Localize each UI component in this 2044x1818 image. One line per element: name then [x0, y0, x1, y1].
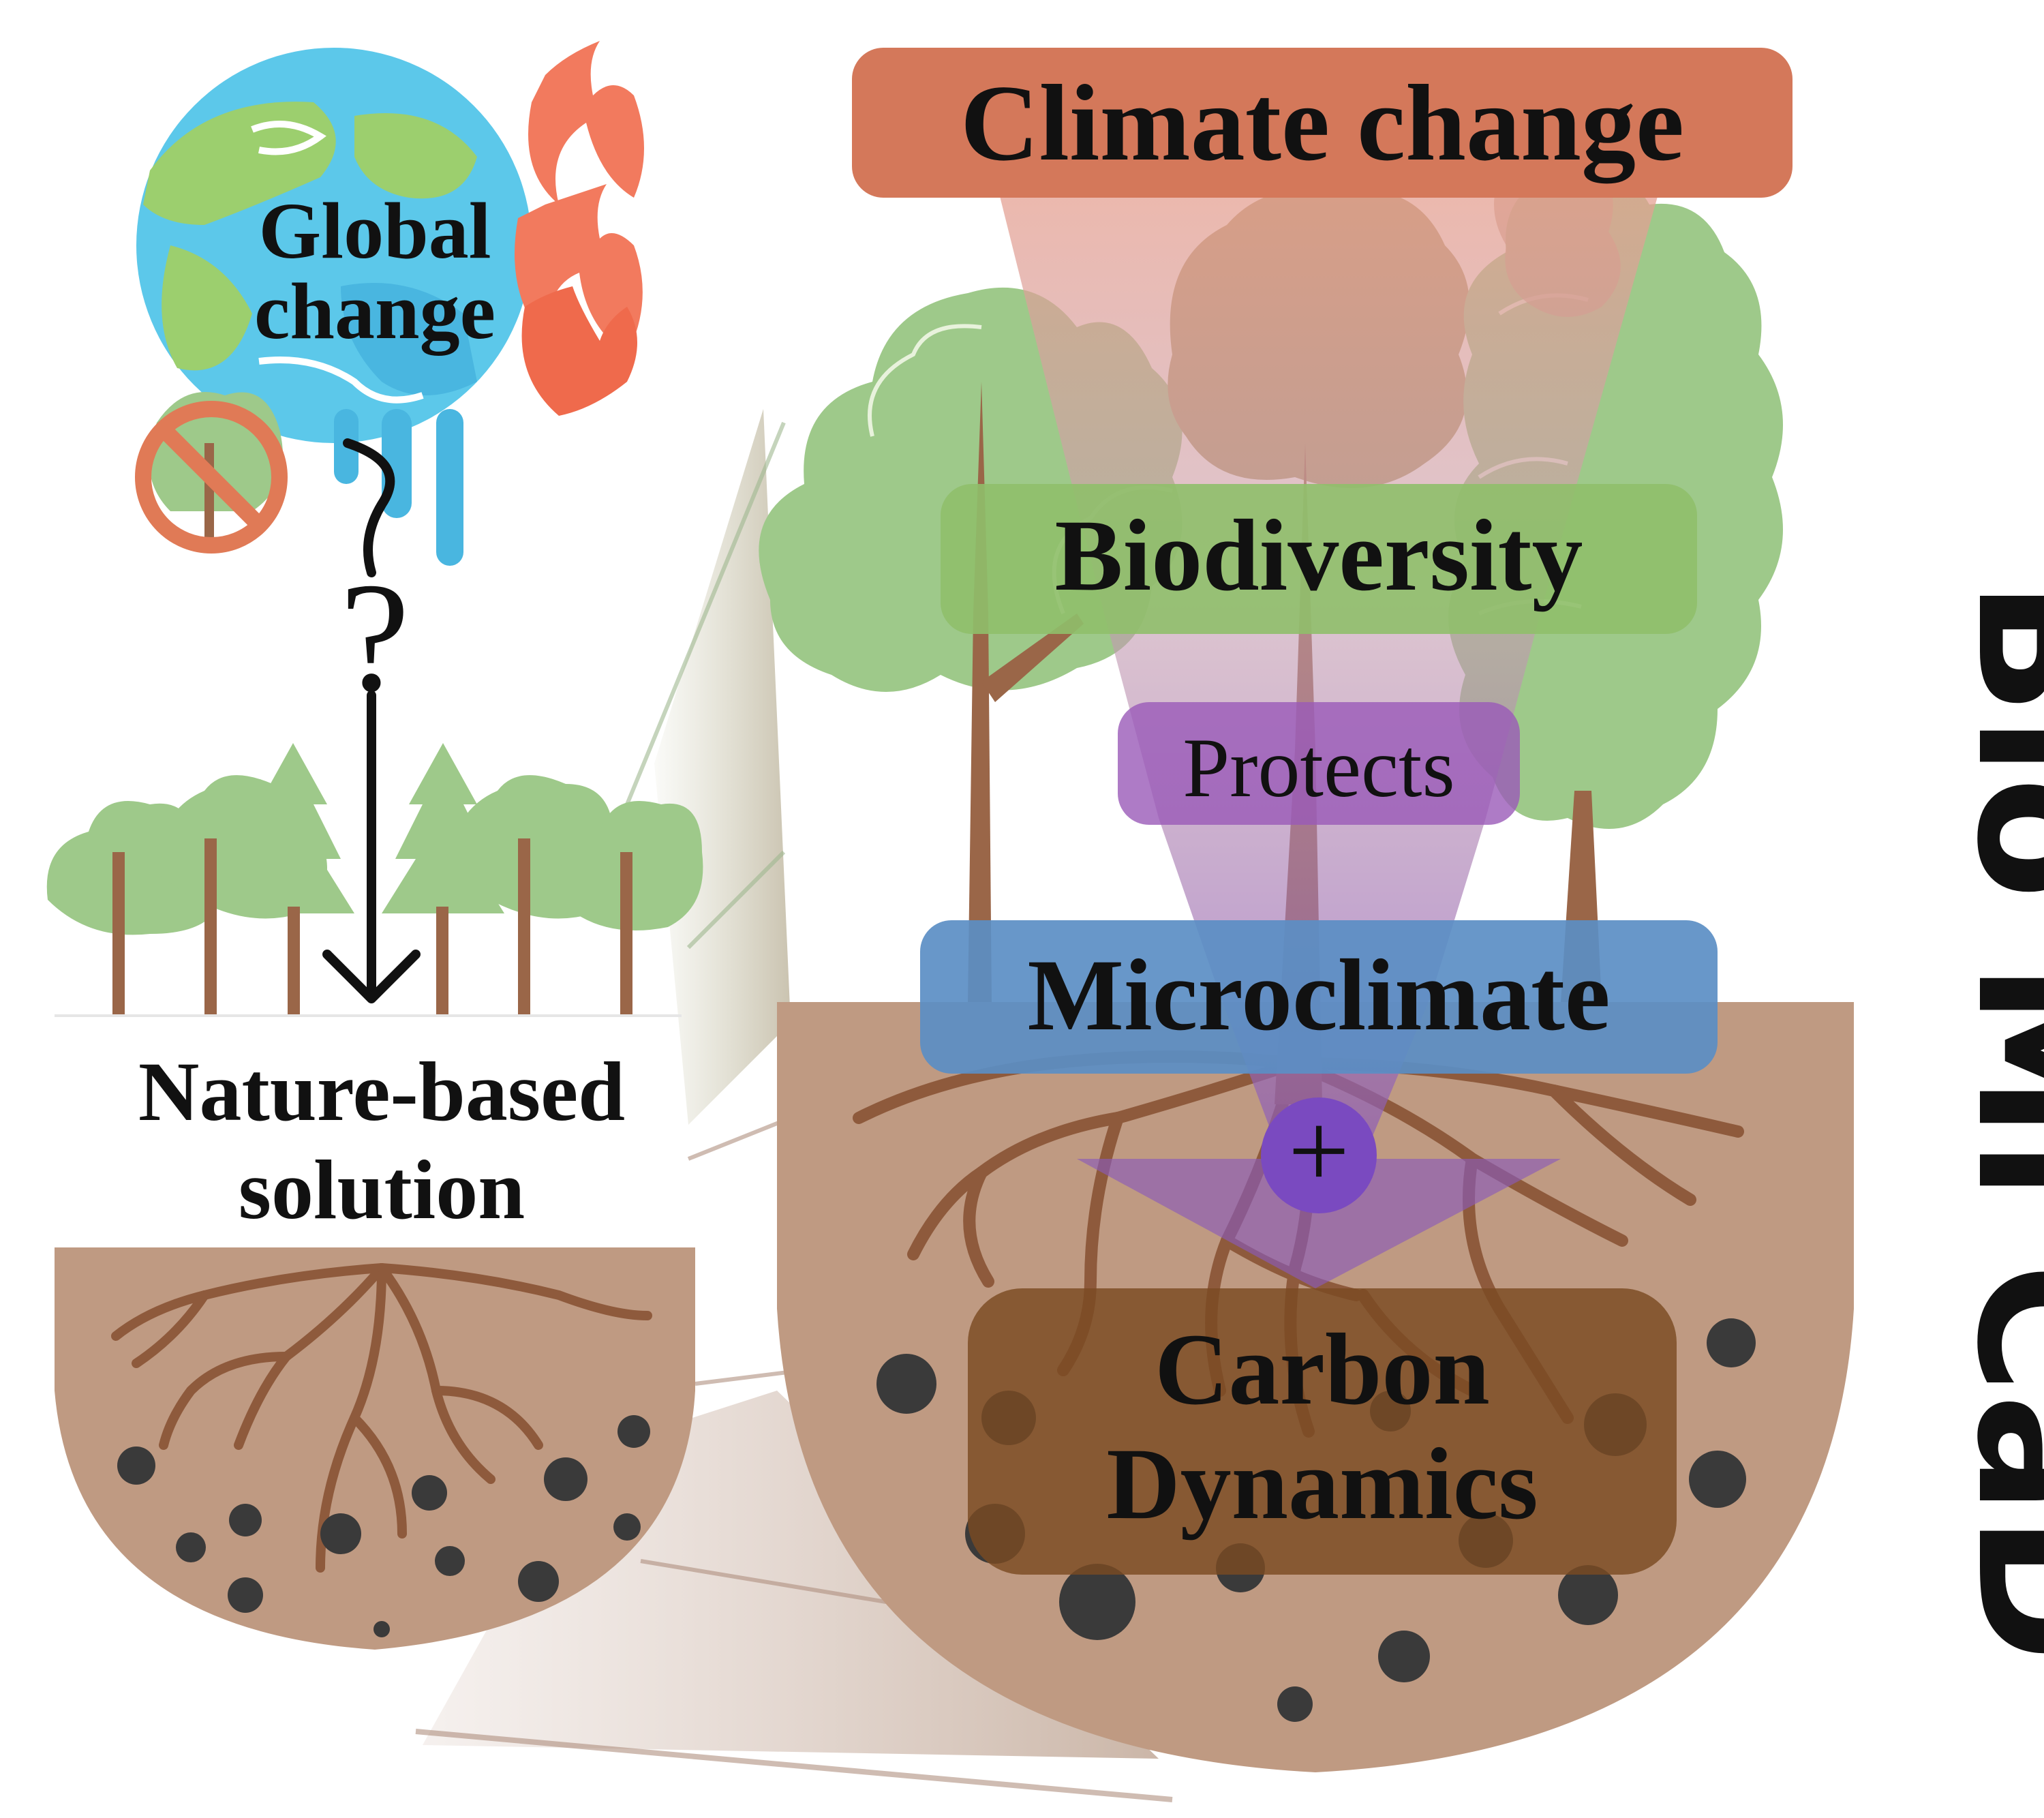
plus-circle — [1261, 1097, 1377, 1213]
question-mark: ? — [339, 550, 410, 724]
question-arrow — [322, 438, 421, 1003]
acronym-label: Bio Mi CaD — [1938, 579, 2044, 1663]
microclimate-pill — [920, 920, 1718, 1074]
global-change-label: Global change — [254, 186, 495, 356]
nature-based-solution-label: Nature-based solution — [138, 1045, 626, 1237]
plus-symbol: + — [1287, 1090, 1350, 1211]
small-forest — [46, 743, 703, 1017]
small-soil-bowl — [55, 1247, 695, 1650]
climate-change-label: Climate change — [960, 62, 1685, 183]
protects-pill — [1118, 702, 1520, 825]
deforestation-icon — [135, 392, 288, 554]
protects-label: Protects — [1183, 721, 1455, 815]
biodiversity-pill — [941, 484, 1697, 634]
carbon-dynamics-pill — [968, 1288, 1677, 1575]
carbon-dynamics-label: Carbon Dynamics — [1106, 1313, 1538, 1541]
biodiversity-label: Biodiversity — [1054, 499, 1583, 612]
climate-change-pill — [852, 48, 1793, 198]
globe-icon — [136, 48, 532, 566]
fire-icon — [515, 41, 644, 416]
microclimate-label: Microclimate — [1027, 939, 1611, 1052]
climate-beam — [995, 177, 1663, 1288]
